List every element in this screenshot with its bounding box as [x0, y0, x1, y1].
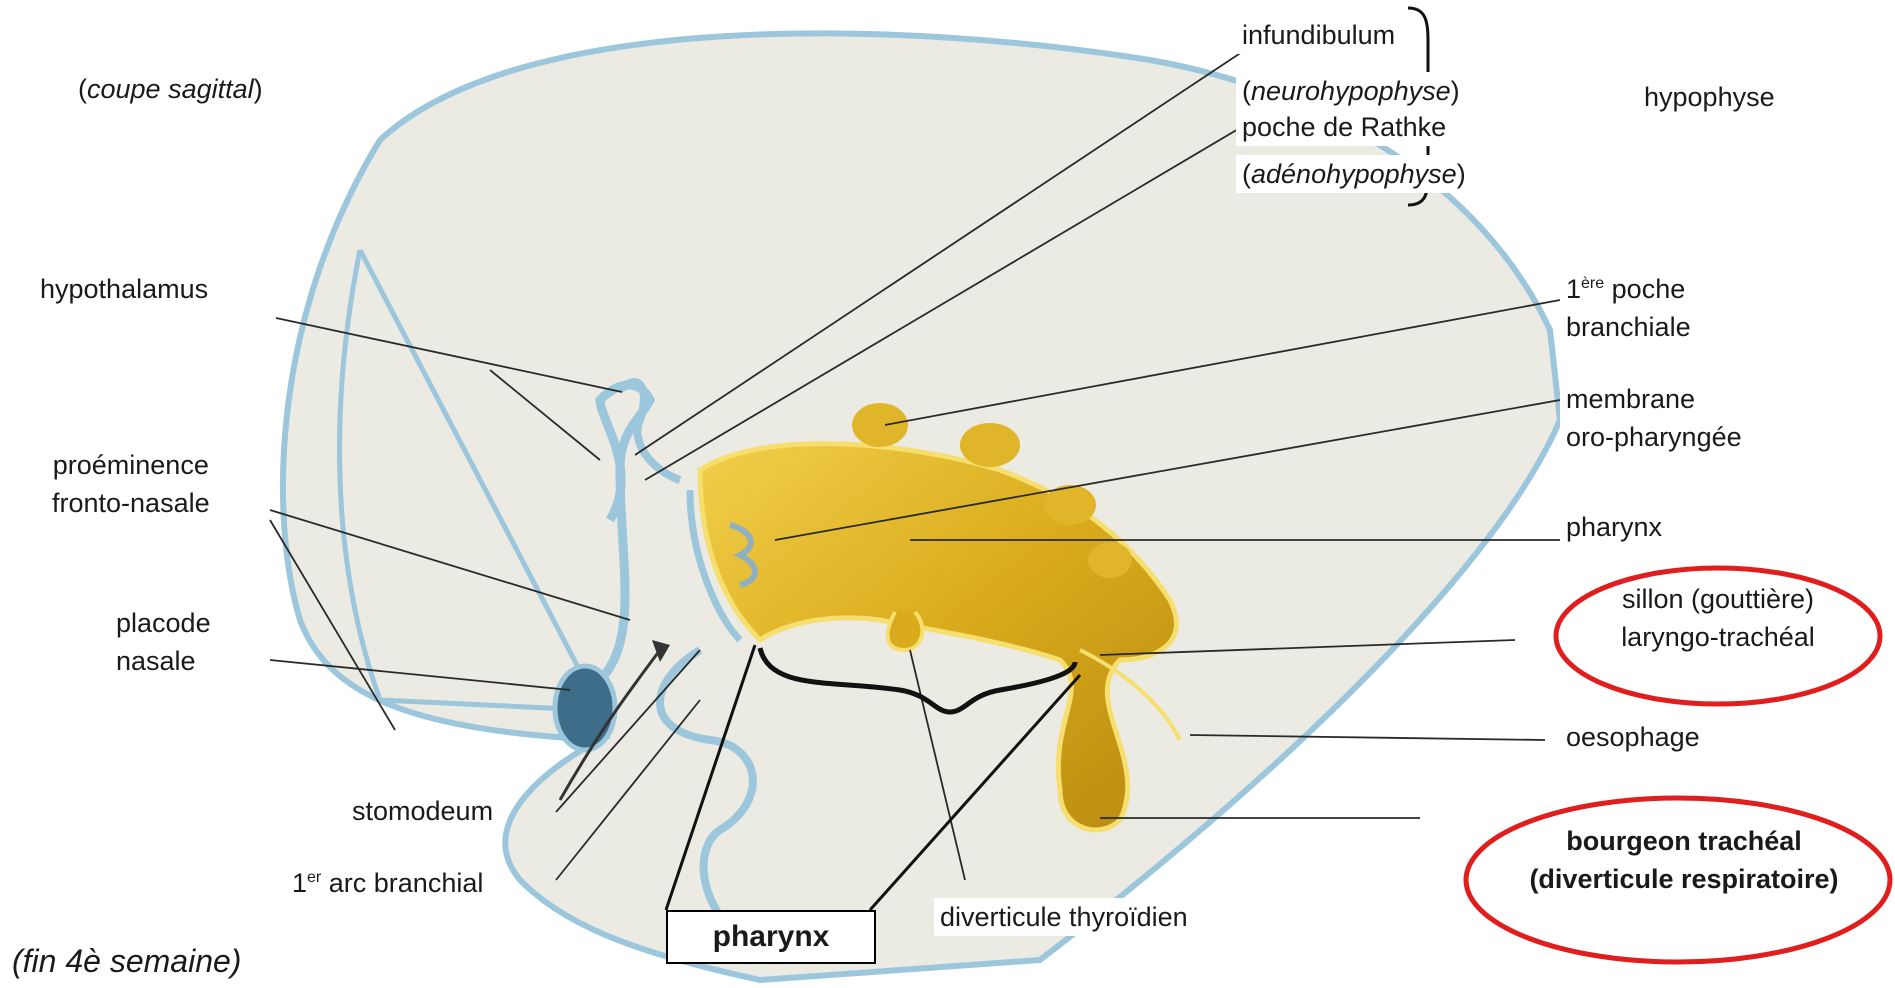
membrane-line2: oro-pharyngée — [1566, 418, 1742, 456]
proeminence-label: proéminence fronto-nasale — [46, 446, 216, 522]
pharynx-right-label: pharynx — [1560, 508, 1668, 546]
pouch-2 — [960, 423, 1020, 467]
sillon-normal: (gouttière) — [1683, 584, 1814, 614]
placode-line2: nasale — [116, 642, 211, 680]
first-arch-sup: er — [307, 869, 321, 886]
pharynx-box-label: pharynx — [666, 910, 876, 964]
section-label-italic: coupe sagittal — [87, 74, 254, 104]
premiere-poche-num: 1 — [1566, 274, 1581, 304]
nasal-placode-shape — [555, 666, 615, 750]
section-label-open: ( — [78, 74, 87, 104]
stomodeum-label: stomodeum — [346, 792, 499, 830]
sillon-label: sillon (gouttière) laryngo-trachéal — [1552, 580, 1884, 656]
hypothalamus-label: hypothalamus — [34, 270, 214, 308]
premiere-poche-label: 1ère poche branchiale — [1560, 270, 1697, 346]
sillon-bold: sillon — [1622, 584, 1684, 614]
thyroid-diverticulum — [888, 612, 923, 650]
adenohypophyse-open: ( — [1242, 159, 1251, 189]
thyroid-diverticulum-label: diverticule thyroïdien — [934, 898, 1194, 936]
neurohypophyse-label: (neurohypophyse) — [1236, 72, 1466, 110]
rathke-label: poche de Rathke — [1236, 108, 1452, 146]
membrane-label: membrane oro-pharyngée — [1560, 380, 1748, 456]
pouch-1 — [852, 403, 908, 447]
first-arch-text: arc branchial — [321, 868, 483, 898]
bourgeon-label: bourgeon trachéal (diverticule respirato… — [1478, 822, 1890, 898]
neurohypophyse-close: ) — [1451, 76, 1460, 106]
membrane-line1: membrane — [1566, 380, 1742, 418]
bourgeon-line1: bourgeon trachéal — [1484, 822, 1884, 860]
first-arch-label: 1er arc branchial — [286, 864, 489, 902]
premiere-poche-line2: branchiale — [1566, 308, 1691, 346]
adenohypophyse-label: (adénohypophyse) — [1236, 155, 1472, 193]
section-label: (coupe sagittal) — [72, 70, 269, 108]
placode-label: placode nasale — [110, 604, 217, 680]
bourgeon-line2: (diverticule respiratoire) — [1484, 860, 1884, 898]
proeminence-line2: fronto-nasale — [52, 484, 210, 522]
premiere-poche-sup: ère — [1581, 275, 1604, 292]
hypophyse-label: hypophyse — [1638, 78, 1781, 116]
adenohypophyse-close: ) — [1457, 159, 1466, 189]
section-label-close: ) — [254, 74, 263, 104]
caption: (fin 4è semaine) — [6, 942, 247, 980]
first-arch-num: 1 — [292, 868, 307, 898]
neurohypophyse-open: ( — [1242, 76, 1251, 106]
premiere-poche-text: poche — [1604, 274, 1685, 304]
neurohypophyse-italic: neurohypophyse — [1251, 76, 1451, 106]
infundibulum-label: infundibulum — [1236, 16, 1401, 54]
adenohypophyse-italic: adénohypophyse — [1251, 159, 1457, 189]
placode-line1: placode — [116, 604, 211, 642]
proeminence-line1: proéminence — [52, 446, 210, 484]
sillon-line2: laryngo-trachéal — [1558, 618, 1878, 656]
pouch-4 — [1088, 542, 1132, 578]
oesophage-label: oesophage — [1560, 718, 1706, 756]
